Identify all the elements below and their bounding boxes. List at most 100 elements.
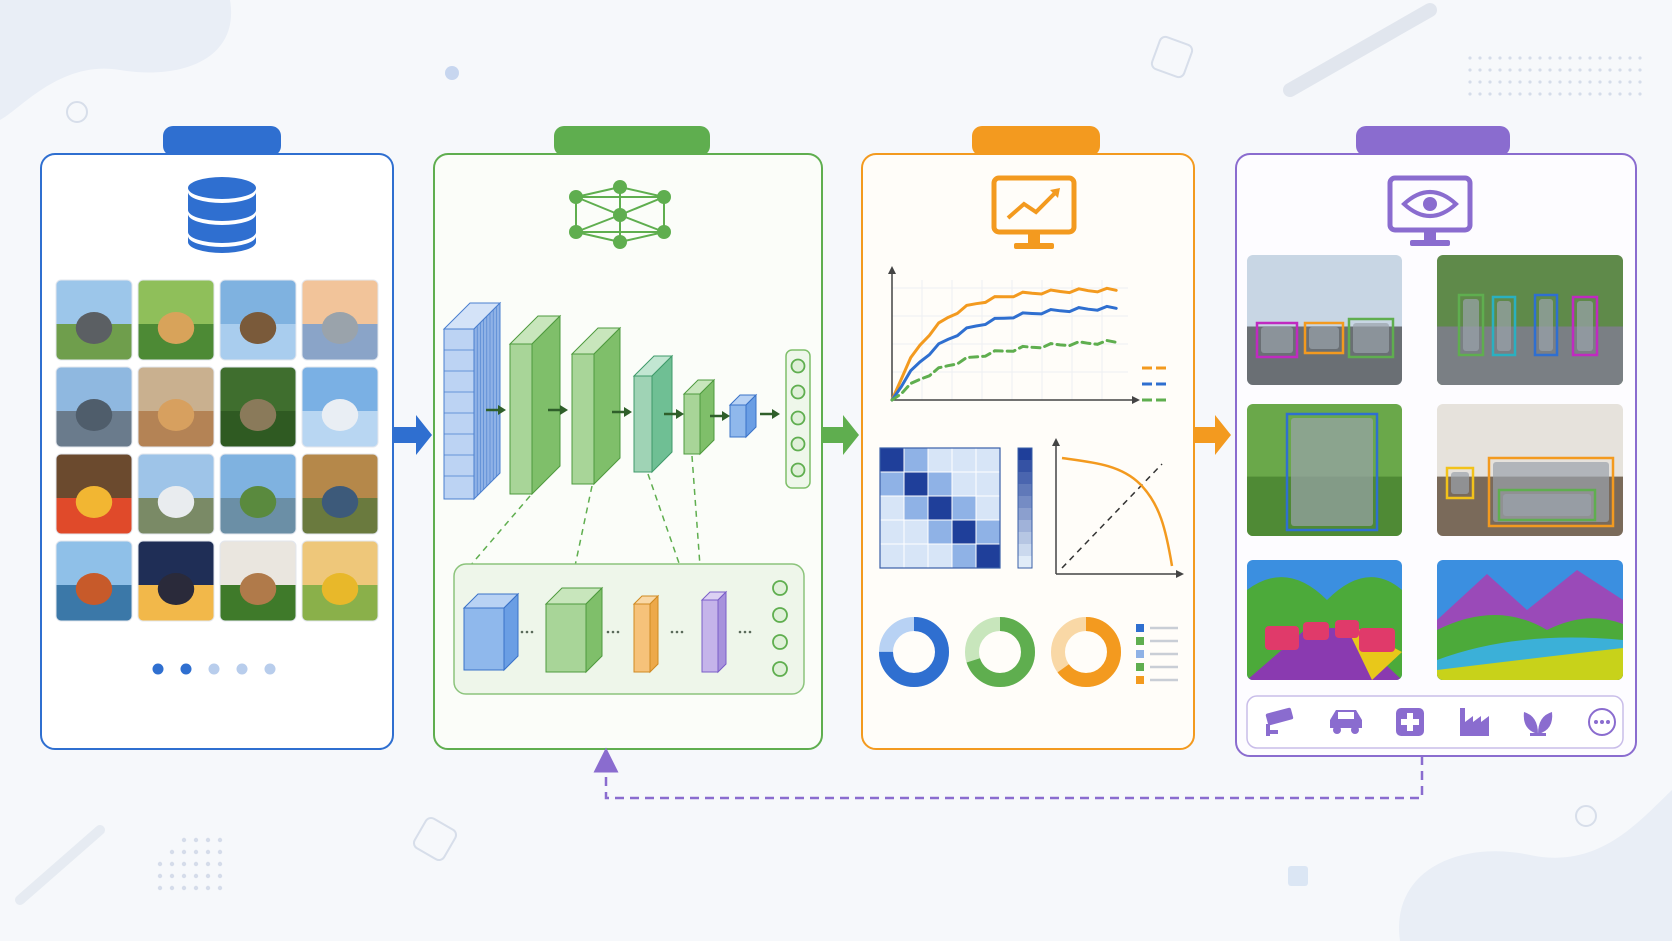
model-stage-tab: [554, 126, 710, 156]
curve-green: [890, 338, 1118, 402]
dataset-image-cat[interactable]: [137, 366, 215, 448]
pagination-dot-5[interactable]: [264, 663, 276, 675]
flow-arrow-model-to-evaluation: [823, 415, 859, 455]
application-domains-bar: [1246, 695, 1624, 749]
dataset-image-plant[interactable]: [219, 540, 297, 622]
donut-blue: [879, 617, 949, 687]
output-dog-detection[interactable]: [1247, 404, 1402, 536]
pr-curve-line: [1061, 456, 1174, 567]
pagination-dot-3[interactable]: [208, 663, 220, 675]
monitor-chart-icon: [991, 175, 1077, 249]
bounding-box: [1491, 295, 1517, 357]
dataset-image-road[interactable]: [55, 279, 133, 361]
dataset-pagination[interactable]: [152, 663, 276, 675]
pagination-dot-1[interactable]: [152, 663, 164, 675]
medical-icon[interactable]: [1396, 708, 1424, 736]
layer-arrow-2: [548, 405, 568, 415]
matrix-cell: [903, 495, 929, 521]
training-curves-chart: [888, 266, 1166, 404]
matrix-cell: [951, 519, 977, 545]
dataset-image-night-street[interactable]: [137, 540, 215, 622]
dataset-image-bicycle[interactable]: [301, 453, 379, 535]
plant-icon[interactable]: [1523, 712, 1553, 736]
dataset-image-city[interactable]: [55, 366, 133, 448]
conv-layer-5: [728, 393, 758, 439]
matrix-cell: [927, 471, 953, 497]
detail-ellipsis-4: [738, 630, 752, 634]
detail-block-orange: [632, 594, 660, 674]
layer-detail-panel: [453, 563, 805, 695]
curve-orange: [890, 286, 1118, 402]
bounding-box: [1303, 321, 1345, 355]
bounding-box: [1347, 317, 1395, 359]
detail-ellipsis-1: [520, 630, 534, 634]
dataset-image-fruit[interactable]: [55, 453, 133, 535]
factory-icon[interactable]: [1460, 708, 1489, 736]
output-road-segmentation[interactable]: [1247, 560, 1402, 680]
layer-arrow-3: [612, 407, 632, 417]
output-vehicle-detection[interactable]: [1247, 255, 1402, 385]
matrix-cell: [951, 471, 977, 497]
output-living-room-detection[interactable]: [1437, 404, 1623, 536]
matrix-cell: [879, 543, 905, 569]
data-stage: [40, 126, 394, 750]
detail-neuron-3: [772, 634, 788, 650]
flow-arrow-data-to-model: [394, 415, 432, 455]
matrix-cell: [975, 495, 1001, 521]
deployment-stage-tab: [1356, 126, 1510, 156]
dataset-image-plane[interactable]: [301, 366, 379, 448]
detail-connector-2: [574, 485, 593, 567]
bounding-box: [1285, 412, 1379, 532]
output-pedestrian-detection[interactable]: [1437, 255, 1623, 385]
matrix-cell: [975, 543, 1001, 569]
dataset-image-car[interactable]: [301, 279, 379, 361]
bounding-box: [1571, 295, 1599, 357]
matrix-cell: [927, 447, 953, 473]
data-stage-card: [40, 153, 394, 750]
inference-output-gallery: [1247, 255, 1623, 684]
output-landscape-segmentation[interactable]: [1437, 560, 1623, 684]
detail-neuron-2: [772, 607, 788, 623]
confusion-matrix-colorbar: [1017, 447, 1033, 569]
car-icon[interactable]: [1330, 710, 1362, 734]
conv-layer-3: [632, 354, 674, 474]
matrix-cell: [879, 519, 905, 545]
dataset-image-dog[interactable]: [137, 279, 215, 361]
detail-connector-4: [691, 455, 701, 567]
layer-arrow-1: [486, 405, 506, 415]
more-icon[interactable]: [1588, 708, 1616, 736]
detail-ellipsis-3: [670, 630, 684, 634]
matrix-cell: [879, 495, 905, 521]
layer-arrow-6: [760, 409, 780, 419]
pagination-dot-2[interactable]: [180, 663, 192, 675]
confusion-matrix: [879, 447, 1001, 569]
dataset-image-train[interactable]: [137, 453, 215, 535]
flow-arrow-evaluation-to-deployment: [1195, 415, 1231, 455]
deployment-stage: [1235, 126, 1637, 757]
precision-recall-curve: [1052, 438, 1184, 578]
matrix-cell: [951, 447, 977, 473]
matrix-cell: [903, 471, 929, 497]
dataset-image-boat[interactable]: [55, 540, 133, 622]
cnn-architecture: [442, 301, 811, 567]
dataset-image-truck[interactable]: [301, 540, 379, 622]
dataset-image-grid: [55, 279, 379, 622]
bounding-box: [1457, 293, 1485, 357]
dataset-image-mountains[interactable]: [219, 453, 297, 535]
donut-orange: [1051, 617, 1121, 687]
matrix-cell: [879, 447, 905, 473]
detail-connector-3: [647, 473, 681, 567]
bounding-box: [1255, 321, 1299, 359]
dataset-image-bird[interactable]: [219, 279, 297, 361]
bounding-box: [1533, 293, 1559, 357]
detail-ellipsis-2: [606, 630, 620, 634]
matrix-cell: [903, 543, 929, 569]
pagination-dot-4[interactable]: [236, 663, 248, 675]
dataset-image-forest[interactable]: [219, 366, 297, 448]
neural-network-icon: [569, 180, 671, 249]
security-camera-icon[interactable]: [1265, 707, 1294, 736]
model-stage: [433, 126, 823, 750]
monitor-eye-icon: [1387, 175, 1473, 246]
